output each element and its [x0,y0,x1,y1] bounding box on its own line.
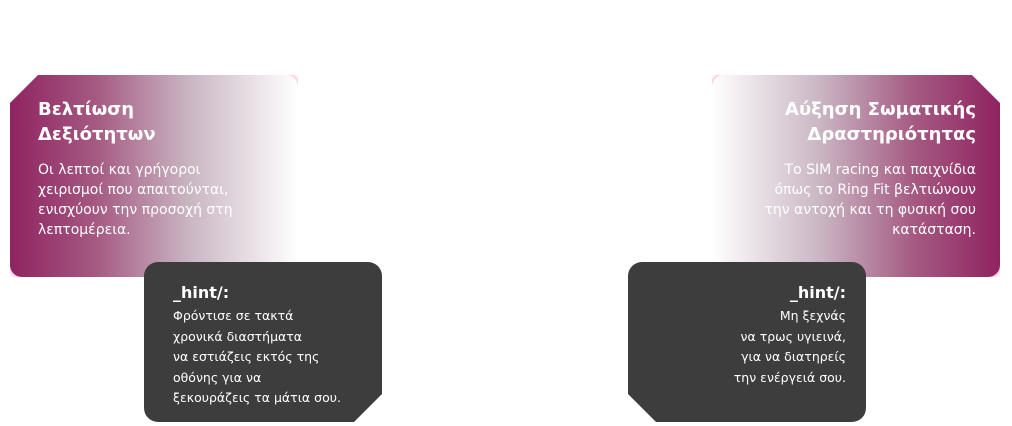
hint-title: _hint/: [173,283,230,302]
hint-description: Μη ξεχνάς να τρως υγιεινά, για να διατηρ… [733,308,846,385]
eye-rest-hint-card: _hint/: Φρόντισε σε τακτά χρονικά διαστή… [144,262,382,422]
hint-title: _hint/: [789,283,846,302]
healthy-eating-hint-card: _hint/: Μη ξεχνάς να τρως υγιεινά, για ν… [628,262,866,422]
card-title: Βελτίωση Δεξιότητων [38,99,156,145]
physical-activity-card: Αύξηση Σωματικής Δραστηριότητας Το SIM r… [712,75,1000,277]
card-description: Το SIM racing και παιχνίδια όπως το Ring… [764,162,976,238]
card-title: Αύξηση Σωματικής Δραστηριότητας [785,99,976,145]
hint-description: Φρόντισε σε τακτά χρονικά διαστήματα να … [173,308,341,405]
card-description: Οι λεπτοί και γρήγοροι χειρισμοί που απα… [38,162,233,238]
skill-improvement-card: Βελτίωση Δεξιότητων Οι λεπτοί και γρήγορ… [10,75,298,277]
